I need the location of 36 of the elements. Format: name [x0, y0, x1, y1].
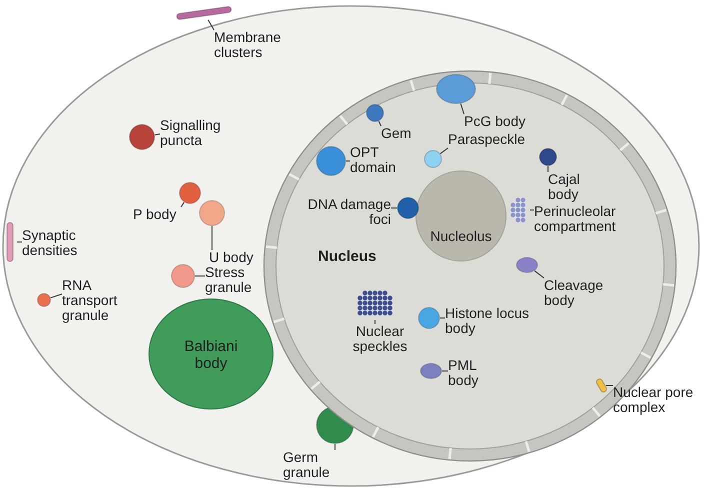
- organelle-label: Synaptic densities: [22, 228, 78, 258]
- leader-line: [534, 270, 544, 278]
- leader-line: [378, 120, 382, 126]
- leader-line: [460, 103, 464, 114]
- organelle-label: Cajal body: [548, 172, 581, 202]
- organelle-label: PML body: [448, 358, 480, 388]
- organelle-label: OPT domain: [350, 145, 397, 175]
- organelle-label: Germ granule: [283, 450, 331, 480]
- leader-line: [606, 385, 614, 386]
- organelle-label: PcG body: [464, 114, 526, 129]
- leader-line: [334, 444, 336, 450]
- leader-line: [440, 148, 448, 154]
- nucleus-label: Nucleus: [318, 248, 378, 265]
- leader-line: [442, 370, 448, 372]
- organelle-label: Gem: [381, 126, 412, 141]
- organelle-label: Cleavage body: [544, 278, 604, 308]
- organelle-label: Membrane clusters: [214, 30, 282, 60]
- organelle-label: Nuclear speckles: [352, 324, 408, 354]
- organelle-label: Perinucleolar compartment: [534, 204, 617, 234]
- organelle-label: Balbiani body: [183, 338, 239, 372]
- organelle-label: Stress granule: [205, 265, 252, 295]
- leader-line: [346, 160, 350, 162]
- leader-line: [374, 320, 376, 324]
- organelle-label: Signalling puncta: [160, 118, 222, 148]
- organelle-label: P body: [133, 207, 178, 222]
- organelle-label: Nuclear pore complex: [613, 385, 694, 415]
- organelle-label: Histone locus body: [445, 306, 530, 336]
- organelle-label: RNA transport granule: [62, 278, 118, 323]
- leader-line: [208, 19, 214, 30]
- leader-line: [50, 294, 62, 298]
- organelle-label: Paraspeckle: [448, 132, 526, 147]
- leader-line: [180, 202, 185, 208]
- organelle-label: U body: [209, 250, 254, 265]
- nucleolus-label: Nucleolus: [429, 228, 493, 245]
- organelle-label: DNA damage foci: [306, 197, 391, 227]
- leader-line: [154, 134, 160, 136]
